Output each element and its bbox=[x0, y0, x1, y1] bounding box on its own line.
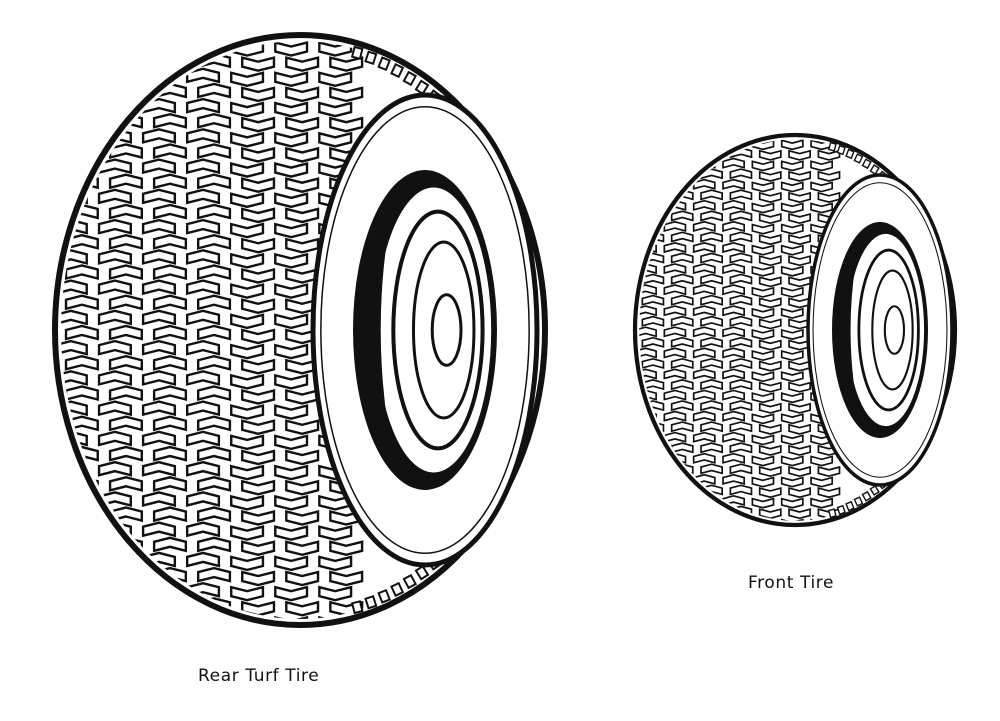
front-tire-caption: Front Tire bbox=[748, 573, 835, 593]
rear-turf-tire-drawing bbox=[52, 32, 548, 628]
rear-hub bbox=[430, 293, 463, 367]
rear-tire-caption: Rear Turf Tire bbox=[198, 666, 320, 686]
front-tire-drawing bbox=[632, 132, 958, 528]
front-hub bbox=[883, 305, 906, 355]
